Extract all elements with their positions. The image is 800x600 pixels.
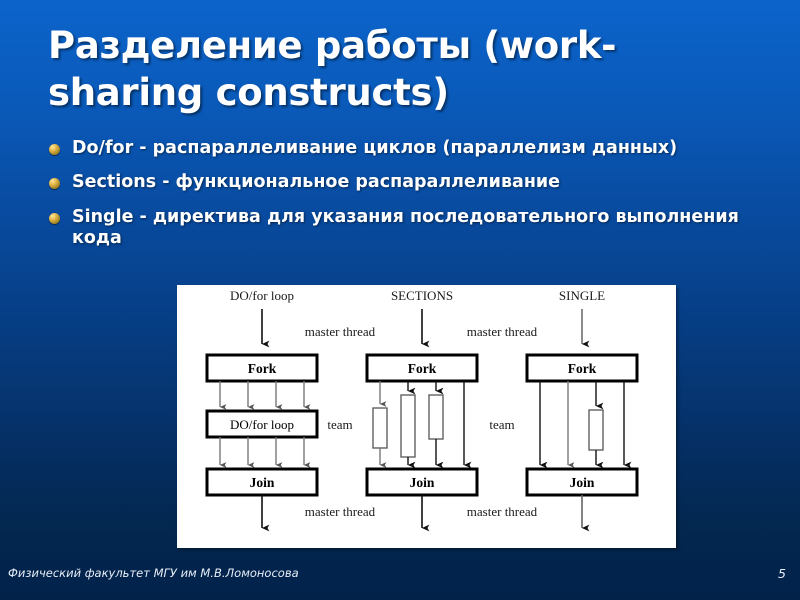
fork-box-label: Fork bbox=[568, 361, 597, 376]
do-for-loop-box-label: DO/for loop bbox=[230, 417, 294, 432]
list-item: Single - директива для указания последов… bbox=[46, 207, 758, 250]
join-box-label: Join bbox=[570, 475, 595, 490]
thread-lines-loop-to-join bbox=[219, 437, 311, 468]
fork-box-label: Fork bbox=[248, 361, 277, 376]
column-header-sections: SECTIONS bbox=[391, 288, 453, 303]
column-header-do-for-loop: DO/for loop bbox=[230, 288, 294, 303]
section-box-3 bbox=[428, 394, 444, 440]
join-box-label: Join bbox=[410, 475, 435, 490]
list-item: Sections - функциональное распараллелива… bbox=[46, 172, 758, 193]
footer-institution: Физический факультет МГУ им М.В.Ломоносо… bbox=[8, 566, 299, 580]
section-box-1 bbox=[372, 407, 388, 449]
section-box-2 bbox=[400, 394, 416, 458]
annotation-master-thread-bottom-left: master thread bbox=[305, 504, 376, 519]
page-title: Разделение работы (work-sharing construc… bbox=[48, 24, 617, 115]
diagram-column-sections: Fork Join bbox=[365, 353, 479, 532]
do-for-loop-box bbox=[205, 409, 319, 439]
list-item-label: Single - директива для указания последов… bbox=[72, 206, 739, 249]
single-box bbox=[588, 409, 604, 451]
bullet-list: Do/for - распараллеливание циклов (парал… bbox=[46, 138, 758, 262]
fork-box-do-for bbox=[205, 353, 319, 383]
fork-box-sections bbox=[365, 353, 479, 383]
diagram-column-do-for-loop: Fork DO/for loop bbox=[205, 353, 319, 532]
annotation-team-left: team bbox=[327, 417, 352, 432]
gold-sphere-bullet-icon bbox=[49, 144, 60, 155]
annotation-team-right: team bbox=[489, 417, 514, 432]
incoming-master-arrows bbox=[261, 309, 590, 348]
list-item-label: Sections - функциональное распараллелива… bbox=[72, 172, 561, 193]
annotation-master-thread-bottom-right: master thread bbox=[467, 504, 538, 519]
gold-sphere-bullet-icon bbox=[49, 212, 60, 224]
column-header-single: SINGLE bbox=[559, 288, 605, 303]
fork-box-label: Fork bbox=[408, 361, 437, 376]
gold-sphere-bullet-icon bbox=[49, 178, 60, 190]
diagram-column-single: Fork Join bbox=[525, 353, 639, 532]
work-sharing-diagram: DO/for loop SECTIONS SINGLE master threa… bbox=[177, 285, 676, 548]
join-box-single bbox=[525, 467, 639, 497]
join-box-label: Join bbox=[250, 475, 275, 490]
annotation-master-thread-top-right: master thread bbox=[467, 324, 538, 339]
annotation-master-thread-top-left: master thread bbox=[305, 324, 376, 339]
list-item-label: Do/for - распараллеливание циклов (парал… bbox=[72, 138, 678, 158]
list-item: Do/for - распараллеливание циклов (парал… bbox=[46, 138, 758, 159]
thread-lines-fork-to-loop bbox=[219, 381, 311, 410]
page-number: 5 bbox=[778, 566, 786, 581]
fork-box-single bbox=[525, 353, 639, 383]
